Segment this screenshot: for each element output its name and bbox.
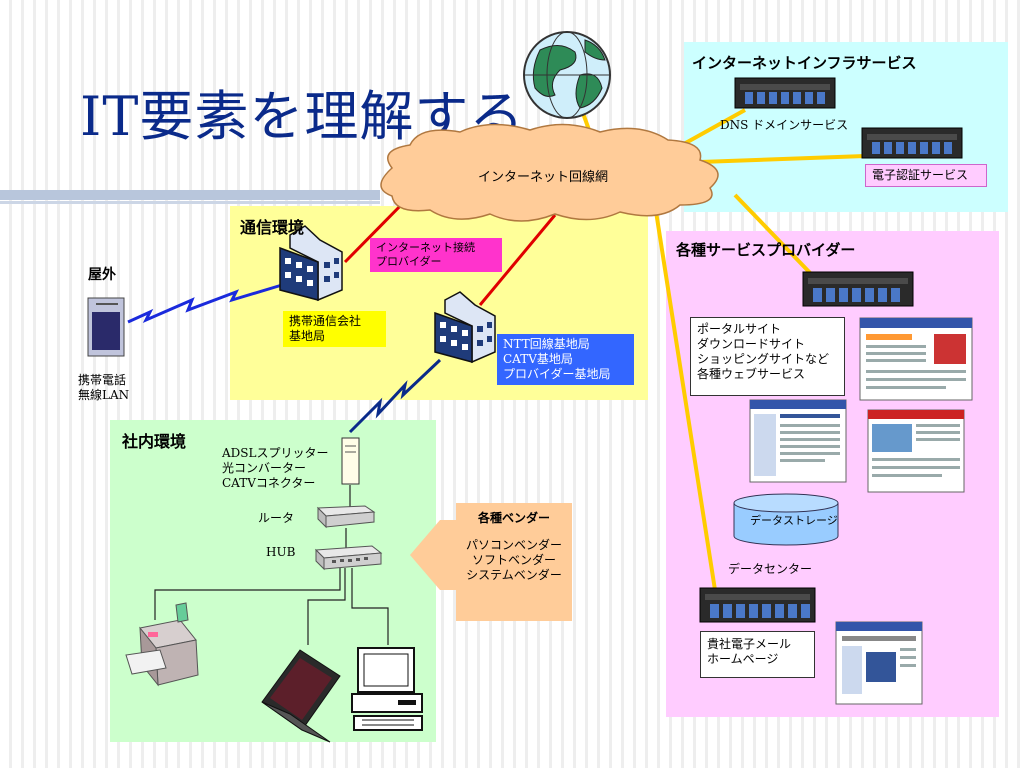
isp-label-line-2: プロバイダー	[376, 255, 442, 268]
vendor-box: 各種ベンダー パソコンベンダー ソフトベンダー システムベンダー	[456, 503, 572, 621]
router-label: ルータ	[258, 511, 295, 525]
carrier-label: 携帯通信会社 基地局	[283, 311, 386, 347]
datacenter-server-icon	[699, 587, 816, 623]
mobile-device-label-line-1: 携帯電話	[78, 373, 127, 387]
portal-link	[733, 193, 817, 280]
router-icon	[316, 505, 376, 529]
modem-label-line-2: 光コンバーター	[222, 461, 307, 475]
provider-server-icon	[802, 271, 914, 307]
website-thumbnail-4	[835, 621, 923, 705]
dns-label: DNS ドメインサービス	[720, 118, 849, 132]
cert-link	[699, 154, 866, 164]
carrier-label-line-1: 携帯通信会社	[289, 314, 362, 328]
vendor-item: パソコンベンダー	[465, 538, 562, 552]
vendor-item: システムベンダー	[466, 568, 562, 582]
vendor-item: ソフトベンダー	[471, 553, 556, 567]
mobile-device-label-line-2: 無線LAN	[78, 388, 130, 402]
telecom-title: 通信環境	[240, 218, 305, 237]
mail-box-line-1: 貴社電子メール	[707, 637, 792, 651]
ntt-red-link	[478, 214, 557, 306]
ntt-building-icon	[434, 291, 496, 364]
title-underline	[0, 190, 380, 200]
cloud-label: インターネット回線網	[478, 170, 609, 185]
isp-label-line-1: インターネット接続	[376, 241, 475, 254]
mail-box-line-2: ホームページ	[707, 652, 779, 666]
ntt-label-line-1: NTT回線基地局	[503, 337, 590, 351]
providers-title: 各種サービスプロバイダー	[676, 241, 856, 259]
website-thumbnail-1	[859, 317, 973, 401]
carrier-label-line-2: 基地局	[289, 329, 326, 343]
isp-building-icon	[279, 225, 343, 302]
website-thumbnail-2	[749, 399, 847, 483]
infra-title: インターネットインフラサービス	[692, 54, 917, 72]
printer-icon	[125, 602, 199, 687]
office-wiring	[154, 485, 389, 645]
modem-label-line-1: ADSLスプリッター	[222, 446, 329, 460]
outdoor-title: 屋外	[88, 267, 116, 283]
datacenter-label: データセンター	[728, 562, 813, 576]
vendor-arrow-icon	[410, 520, 456, 590]
isp-label: インターネット接続 プロバイダー	[370, 238, 502, 272]
laptop-icon	[261, 649, 341, 743]
cloud-icon	[380, 123, 719, 222]
mail-box: 貴社電子メール ホームページ	[700, 631, 815, 678]
title-underline-thin	[0, 201, 380, 204]
services-box: ポータルサイト ダウンロードサイト ショッピングサイトなど 各種ウェブサービス	[690, 317, 845, 396]
desktop-pc-icon	[351, 647, 423, 731]
storage-cylinder-icon	[733, 493, 839, 546]
cert-label: 電子認証サービス	[865, 164, 987, 187]
storage-label: データストレージ	[750, 514, 838, 527]
mobile-device-icon	[87, 297, 125, 357]
office-title: 社内環境	[122, 432, 187, 451]
service-item: ポータルサイト	[697, 322, 782, 336]
ntt-label-line-2: CATV基地局	[503, 352, 573, 366]
modem-label-line-3: CATVコネクター	[222, 476, 316, 490]
modem-tower-icon	[341, 437, 360, 485]
cert-server-icon	[861, 127, 963, 159]
ntt-label-line-3: プロバイダー基地局	[503, 367, 611, 381]
office-ntt-link	[348, 358, 442, 434]
vendor-title: 各種ベンダー	[477, 511, 550, 525]
hub-label: HUB	[266, 545, 296, 559]
modem-label: ADSLスプリッター 光コンバーター CATVコネクター	[222, 446, 328, 491]
dns-server-icon	[734, 77, 836, 109]
service-item: ショッピングサイトなど	[697, 352, 830, 366]
wireless-link	[127, 283, 283, 324]
globe-icon	[523, 31, 611, 119]
service-item: 各種ウェブサービス	[697, 367, 806, 381]
datacenter-link	[653, 204, 717, 591]
website-thumbnail-3	[867, 409, 965, 493]
hub-icon	[314, 545, 383, 571]
ntt-label: NTT回線基地局 CATV基地局 プロバイダー基地局	[497, 334, 634, 385]
mobile-device-label: 携帯電話 無線LAN	[78, 373, 129, 403]
service-item: ダウンロードサイト	[697, 337, 806, 351]
